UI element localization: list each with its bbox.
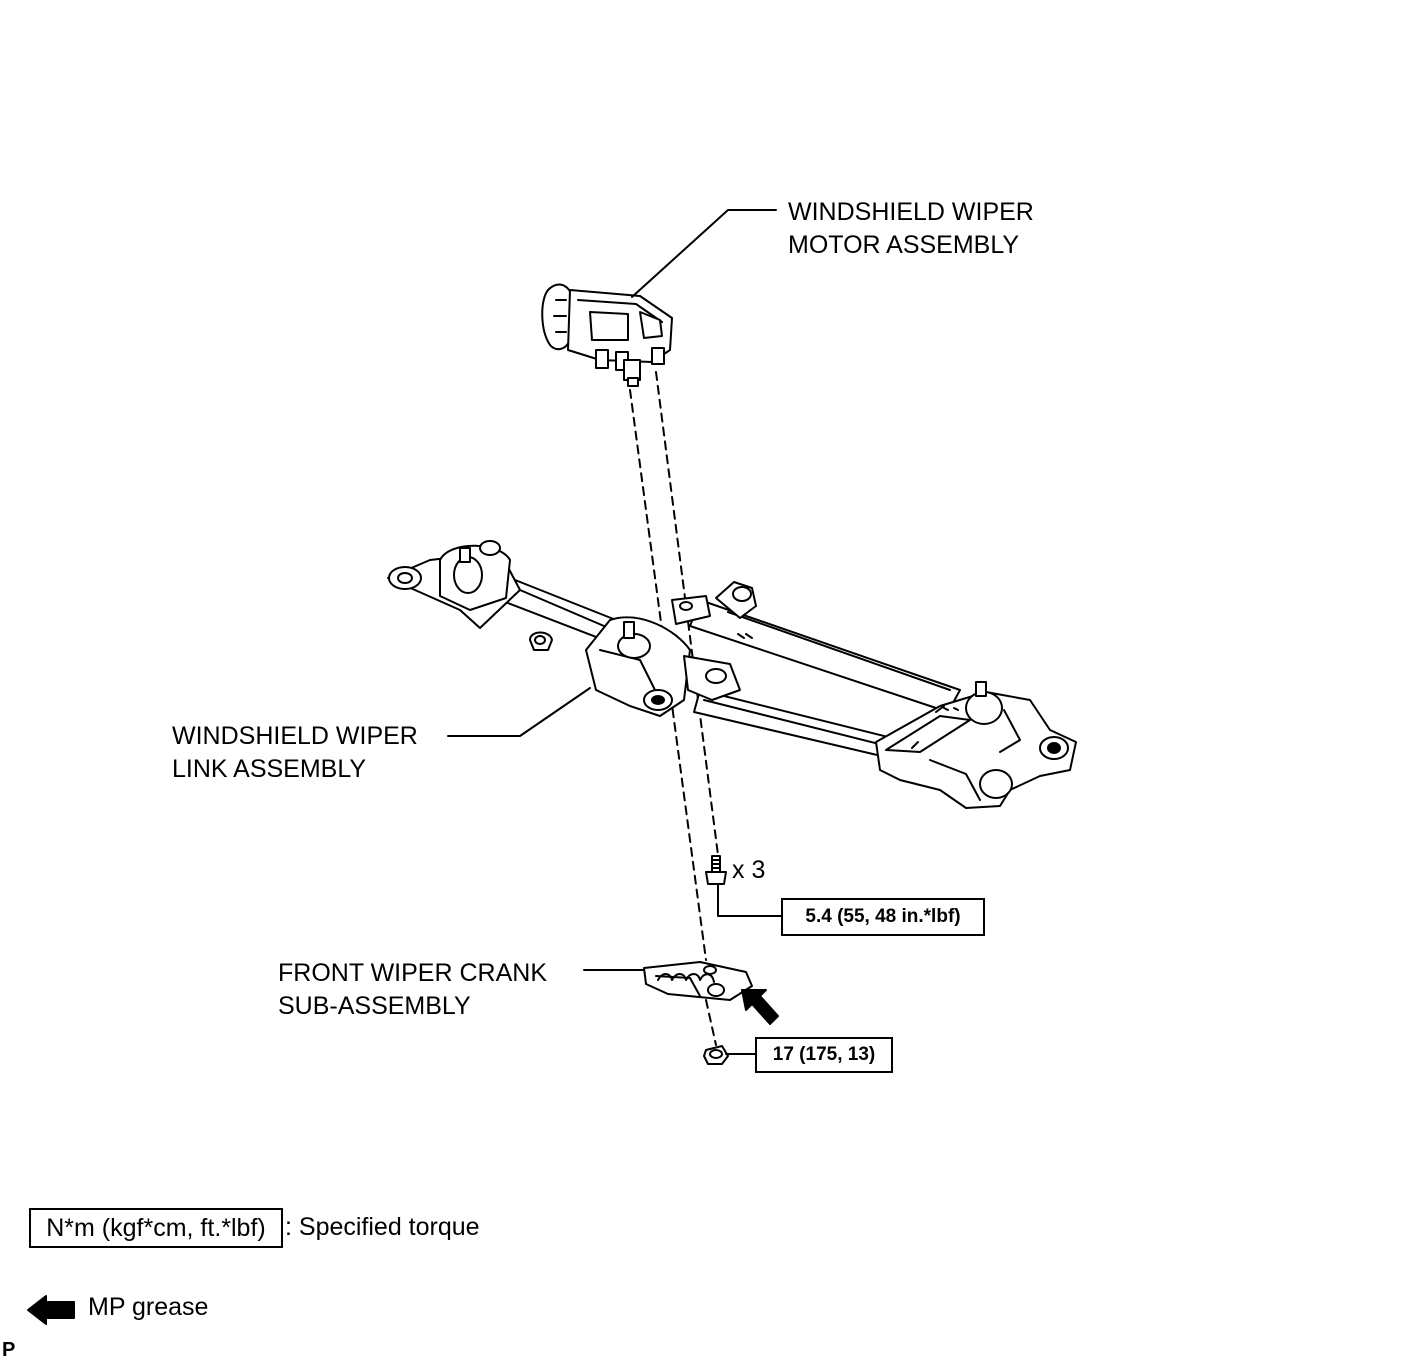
crank-label-line2: SUB-ASSEMBLY bbox=[278, 992, 471, 1020]
link-leader-line bbox=[447, 687, 591, 737]
link-label: WINDSHIELD WIPER LINK ASSEMBLY bbox=[172, 720, 418, 786]
bolt-drawing bbox=[705, 855, 727, 885]
motor-label-line2: MOTOR ASSEMBLY bbox=[788, 231, 1020, 259]
crank-drawing bbox=[643, 961, 753, 1001]
link-label-line2: LINK ASSEMBLY bbox=[172, 755, 367, 783]
legend-torque-text: : Specified torque bbox=[285, 1213, 480, 1241]
bolt-quantity: x 3 bbox=[732, 856, 766, 884]
nut-torque-box: 17 (175, 13) bbox=[755, 1037, 893, 1073]
corner-mark: P bbox=[2, 1339, 16, 1361]
grease-arrow-icon bbox=[741, 989, 779, 1025]
crank-label: FRONT WIPER CRANK SUB-ASSEMBLY bbox=[278, 957, 547, 1023]
motor-label: WINDSHIELD WIPER MOTOR ASSEMBLY bbox=[788, 196, 1034, 262]
crank-label-line1: FRONT WIPER CRANK bbox=[278, 959, 547, 987]
wiper-motor-drawing bbox=[541, 283, 673, 387]
motor-leader-line bbox=[631, 209, 777, 298]
legend-grease-arrow-icon bbox=[27, 1295, 75, 1325]
legend-grease-text: MP grease bbox=[88, 1293, 209, 1321]
legend-torque-units-box: N*m (kgf*cm, ft.*lbf) bbox=[29, 1208, 283, 1248]
bolt-torque-box: 5.4 (55, 48 in.*lbf) bbox=[781, 898, 985, 936]
wiper-link-frame-drawing bbox=[387, 540, 1077, 809]
bolt-torque-leader bbox=[717, 883, 783, 917]
link-label-line1: WINDSHIELD WIPER bbox=[172, 722, 418, 750]
nut-drawing bbox=[703, 1045, 729, 1065]
motor-label-line1: WINDSHIELD WIPER bbox=[788, 198, 1034, 226]
